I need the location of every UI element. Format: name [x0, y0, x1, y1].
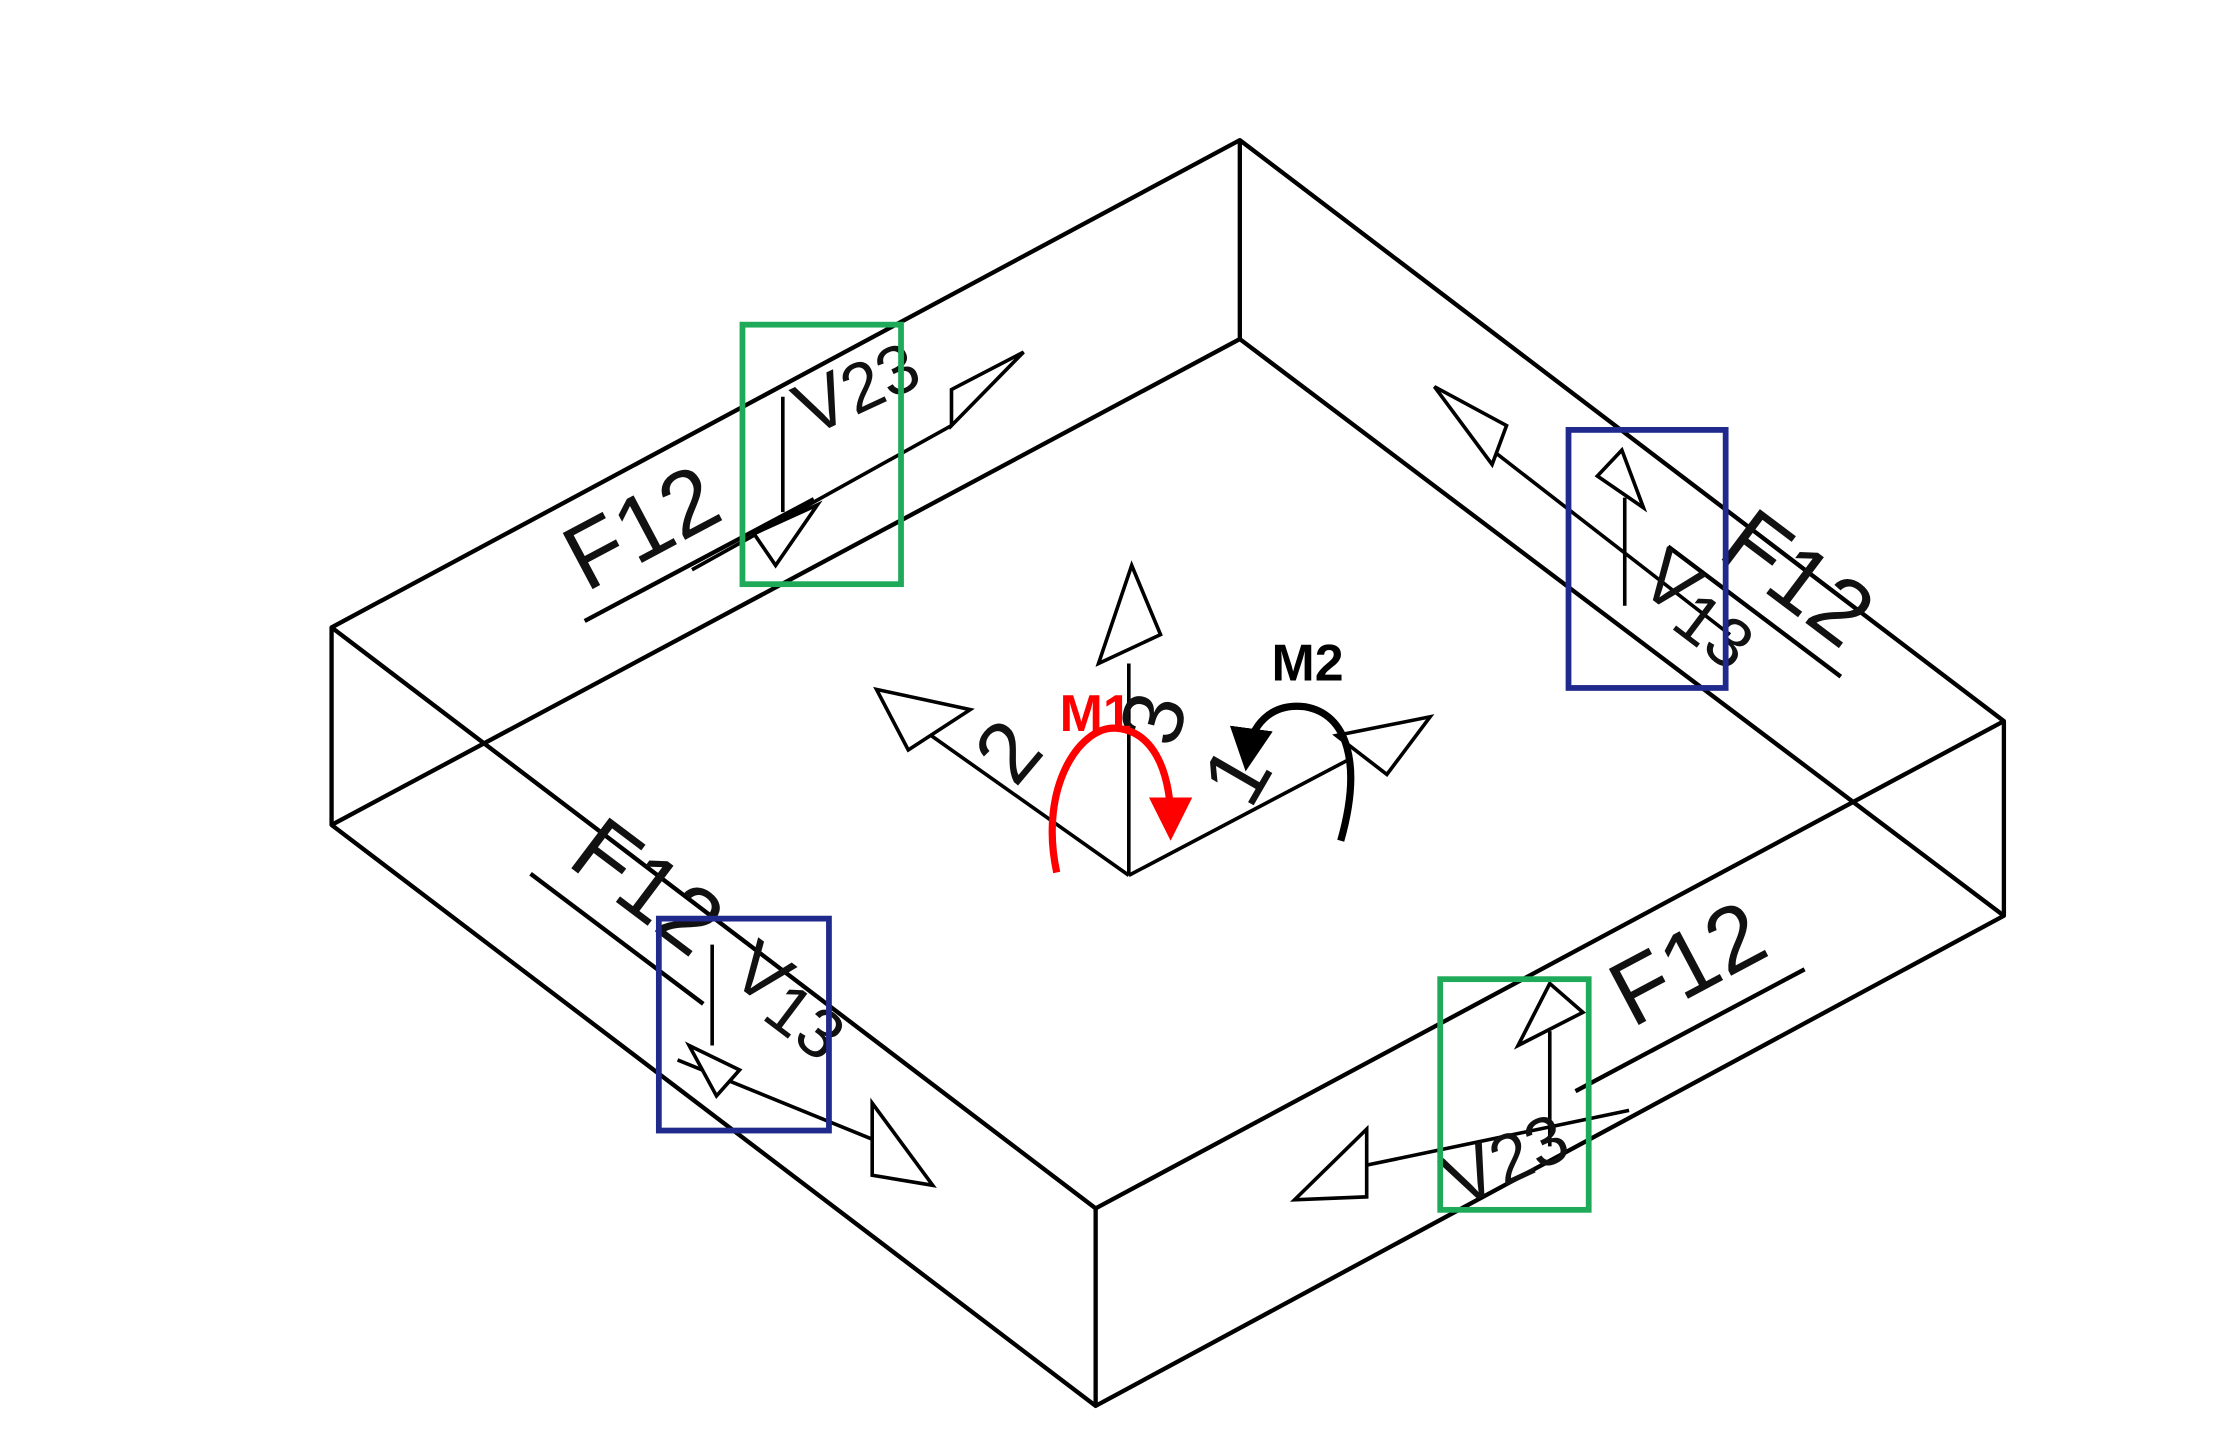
- f12-arrow-back-right-shaft: [1491, 448, 1732, 637]
- f12-arrowhead-front-left: [870, 1097, 937, 1188]
- v13-left-arrowhead: [684, 1041, 743, 1100]
- f12-underline-front-right: [1574, 967, 1806, 1094]
- v13-right-arrowhead: [1594, 446, 1648, 513]
- shear-label-v23-front: V23: [1430, 1093, 1581, 1223]
- plate-top-face: [329, 137, 2007, 1211]
- axis-1-arrowhead: [1332, 714, 1435, 778]
- f12-arrow-back-left-shaft: [691, 424, 953, 572]
- v23-front-arrowhead: [1513, 980, 1587, 1050]
- f12-arrowhead-back-right: [1432, 385, 1509, 469]
- svg-text:V13: V13: [711, 924, 869, 1076]
- local-axes: [873, 560, 1435, 877]
- moment-m2-label: M2: [1272, 634, 1344, 692]
- f12-arrow-front-right-shaft: [1366, 1108, 1630, 1167]
- f12-underline-back-right: [1666, 544, 1843, 679]
- highlight-box-v13-right: [1565, 427, 1729, 691]
- axis-1-line: [1127, 758, 1349, 877]
- shear-arrows: [684, 396, 1648, 1147]
- shear-label-v23-back: V23: [781, 322, 932, 452]
- highlight-box-v13-left: [655, 915, 832, 1134]
- highlight-box-v23-back: [739, 321, 904, 588]
- svg-text:V23: V23: [1430, 1093, 1581, 1223]
- axis-2-line: [925, 731, 1130, 877]
- f12-arrowhead-back-left: [949, 350, 1025, 430]
- axis-label-1: 1: [1184, 731, 1291, 821]
- plate-hidden-edge-right: [1238, 337, 2006, 918]
- moment-m2-arc: [1229, 702, 1355, 842]
- f12-arrowhead-front-right: [1289, 1124, 1369, 1202]
- shear-label-v13-left: V13: [711, 924, 869, 1076]
- f12-label-front-right: F12: [1593, 880, 1782, 1046]
- force-arrows: [676, 350, 1732, 1202]
- f12-underline-back-left: [583, 497, 815, 623]
- highlight-boxes: [655, 321, 1729, 1213]
- f12-label-front-left: F12: [553, 797, 743, 976]
- moment-m1-arc: [1048, 724, 1193, 874]
- plate-front-left-bottom-edge: [329, 627, 2007, 1409]
- axis-3-arrowhead: [1095, 560, 1163, 667]
- axis-2-arrowhead: [873, 686, 975, 753]
- highlight-box-v23-front: [1437, 976, 1592, 1213]
- f12-label-back-left: F12: [546, 444, 735, 610]
- f12-underline-front-left: [529, 872, 705, 1006]
- axis-label-2: 2: [956, 703, 1060, 802]
- svg-text:V23: V23: [781, 322, 932, 452]
- v23-back-arrowhead: [751, 500, 823, 569]
- moment-m1-label: M1: [1060, 684, 1132, 742]
